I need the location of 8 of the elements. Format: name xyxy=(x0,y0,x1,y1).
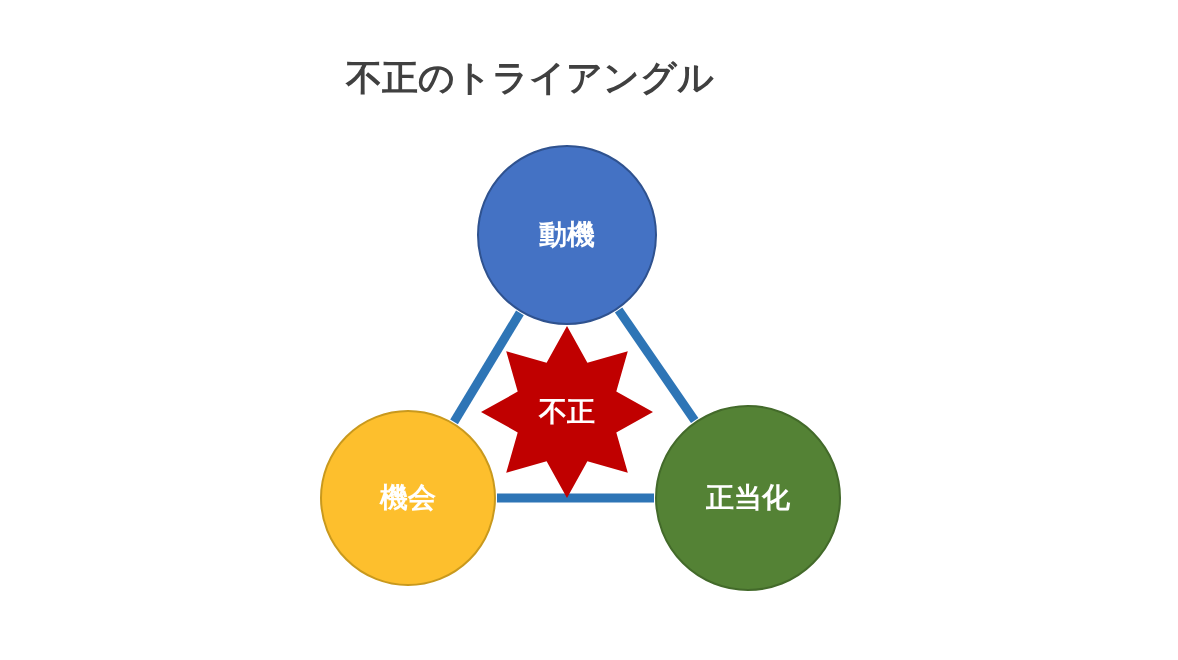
category-circle: 正当化 xyxy=(655,405,841,591)
starburst: 不正 xyxy=(481,326,653,498)
connector-line xyxy=(614,307,699,424)
title: 不正のトライアングル xyxy=(346,56,714,100)
category-circle: 機会 xyxy=(320,410,496,586)
category-circle: 動機 xyxy=(477,145,657,325)
connector-line xyxy=(450,310,524,425)
connector-line xyxy=(497,493,654,503)
